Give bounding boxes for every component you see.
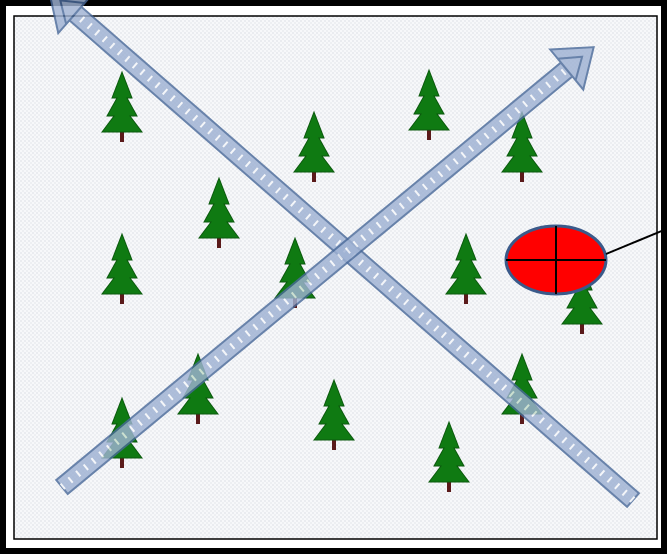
target-marker xyxy=(506,226,606,294)
